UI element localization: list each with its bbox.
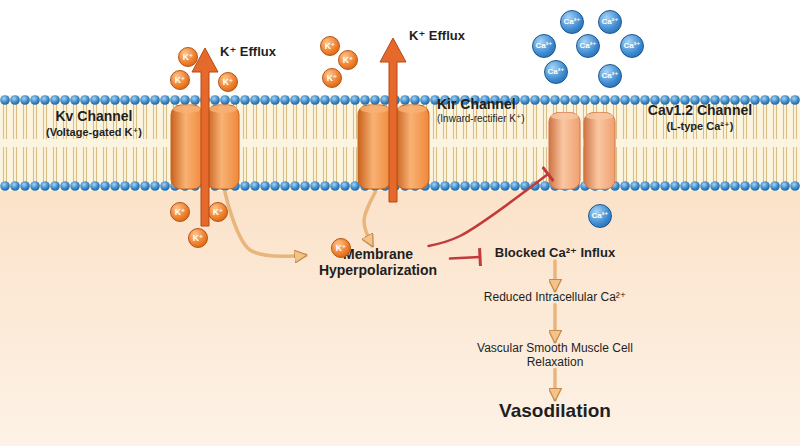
potassium-ion: K⁺: [170, 70, 190, 90]
channel-subunit: [396, 105, 429, 189]
ion-symbol: Ca²⁺: [601, 72, 618, 80]
ion-symbol: K⁺: [213, 208, 224, 217]
calcium-ion: Ca²⁺: [598, 64, 622, 88]
subunit-top: [398, 105, 427, 113]
node-text: Vascular Smooth Muscle Cell Relaxation: [475, 342, 635, 370]
ion-symbol: K⁺: [175, 208, 186, 217]
subunit-top: [586, 113, 613, 120]
calcium-ion: Ca²⁺: [576, 34, 600, 58]
edge-group: [225, 174, 555, 400]
node-text: Membrane Hyperpolarization: [306, 246, 450, 278]
efflux-arrow: [192, 48, 218, 226]
inhibition-connector: [429, 174, 548, 246]
flow-arrow: [553, 261, 557, 291]
potassium-ion: K⁺: [188, 228, 208, 248]
channel-name: Kv Channel: [24, 108, 164, 124]
ion-symbol: Ca²⁺: [623, 42, 640, 50]
channel-subunit: [584, 113, 615, 190]
ion-channel: Cav1.2 Channel(L-type Ca²⁺): [548, 108, 616, 192]
subunit-top: [209, 105, 237, 113]
potassium-ion: K⁺: [331, 238, 351, 258]
step-text: Vascular Smooth Muscle Cell Relaxation: [475, 342, 635, 370]
ion-symbol: Ca²⁺: [563, 18, 580, 26]
subunit-top: [551, 113, 578, 120]
ion-symbol: Ca²⁺: [547, 68, 564, 76]
ion-symbol: K⁺: [343, 56, 354, 65]
channel-name: Kir Channel: [437, 96, 562, 112]
channel-subunit: [207, 105, 239, 189]
ion-symbol: K⁺: [183, 53, 194, 62]
calcium-ion: Ca²⁺: [560, 10, 584, 34]
ion-symbol: K⁺: [223, 78, 234, 87]
channel-type: (Voltage-gated K⁺): [24, 126, 164, 139]
node-text: Reduced Intracellular Ca²⁺: [460, 291, 650, 305]
channel-shape: [548, 108, 616, 192]
potassium-ion: K⁺: [338, 50, 358, 70]
flow-arrow: [553, 370, 557, 400]
channel-shape: [170, 100, 240, 192]
calcium-ion: Ca²⁺: [588, 204, 612, 228]
subunit-top: [360, 105, 389, 113]
ion-symbol: K⁺: [327, 74, 338, 83]
node-text: Vasodilation: [480, 400, 630, 422]
lipid-bilayer: [0, 95, 800, 191]
ion-symbol: K⁺: [193, 234, 204, 243]
channel-subunit: [171, 105, 203, 189]
outcome-text: Vasodilation: [480, 400, 630, 422]
channel-subunit: [549, 113, 580, 190]
calcium-ion: Ca²⁺: [598, 10, 622, 34]
effect-text: Membrane Hyperpolarization: [306, 246, 450, 278]
ion-symbol: K⁺: [175, 76, 186, 85]
ion-symbol: Ca²⁺: [591, 212, 608, 220]
ion-symbol: K⁺: [325, 42, 336, 51]
node-text: Blocked Ca²⁺ Influx: [480, 246, 630, 261]
ion-symbol: Ca²⁺: [579, 42, 596, 50]
flow-arrow: [225, 192, 306, 256]
potassium-ion: K⁺: [170, 202, 190, 222]
effect-text: Blocked Ca²⁺ Influx: [480, 246, 630, 261]
channel-shape: [357, 100, 430, 192]
potassium-ion: K⁺: [320, 36, 340, 56]
cytoplasm: [0, 188, 800, 446]
ion-channel: Kv Channel(Voltage-gated K⁺): [170, 100, 240, 192]
ion-symbol: K⁺: [336, 244, 347, 253]
potassium-ion: K⁺: [208, 202, 228, 222]
ion-channel: Kir Channel(Inward-rectifier K⁺): [357, 100, 430, 192]
channel-type: (Inward-rectifier K⁺): [437, 113, 562, 125]
flux-label: K⁺ Efflux: [409, 28, 465, 43]
efflux-arrow: [380, 38, 406, 202]
ion-symbol: Ca²⁺: [601, 18, 618, 26]
step-text: Reduced Intracellular Ca²⁺: [460, 291, 650, 305]
potassium-ion: K⁺: [218, 72, 238, 92]
channel-name: Cav1.2 Channel: [632, 102, 768, 118]
efflux-arrows: [192, 38, 406, 226]
calcium-ion: Ca²⁺: [544, 60, 568, 84]
potassium-ion: K⁺: [178, 47, 198, 67]
channel-subunit: [358, 105, 391, 189]
ion-symbol: Ca²⁺: [535, 42, 552, 50]
flux-label: K⁺ Efflux: [220, 44, 276, 59]
calcium-ion: Ca²⁺: [532, 34, 556, 58]
channel-type: (L-type Ca²⁺): [632, 120, 768, 133]
flow-arrow: [553, 305, 557, 342]
inhibition-connector: [450, 257, 480, 258]
flow-arrow: [364, 192, 375, 246]
potassium-ion: K⁺: [322, 68, 342, 88]
calcium-ion: Ca²⁺: [620, 34, 644, 58]
subunit-top: [173, 105, 201, 113]
